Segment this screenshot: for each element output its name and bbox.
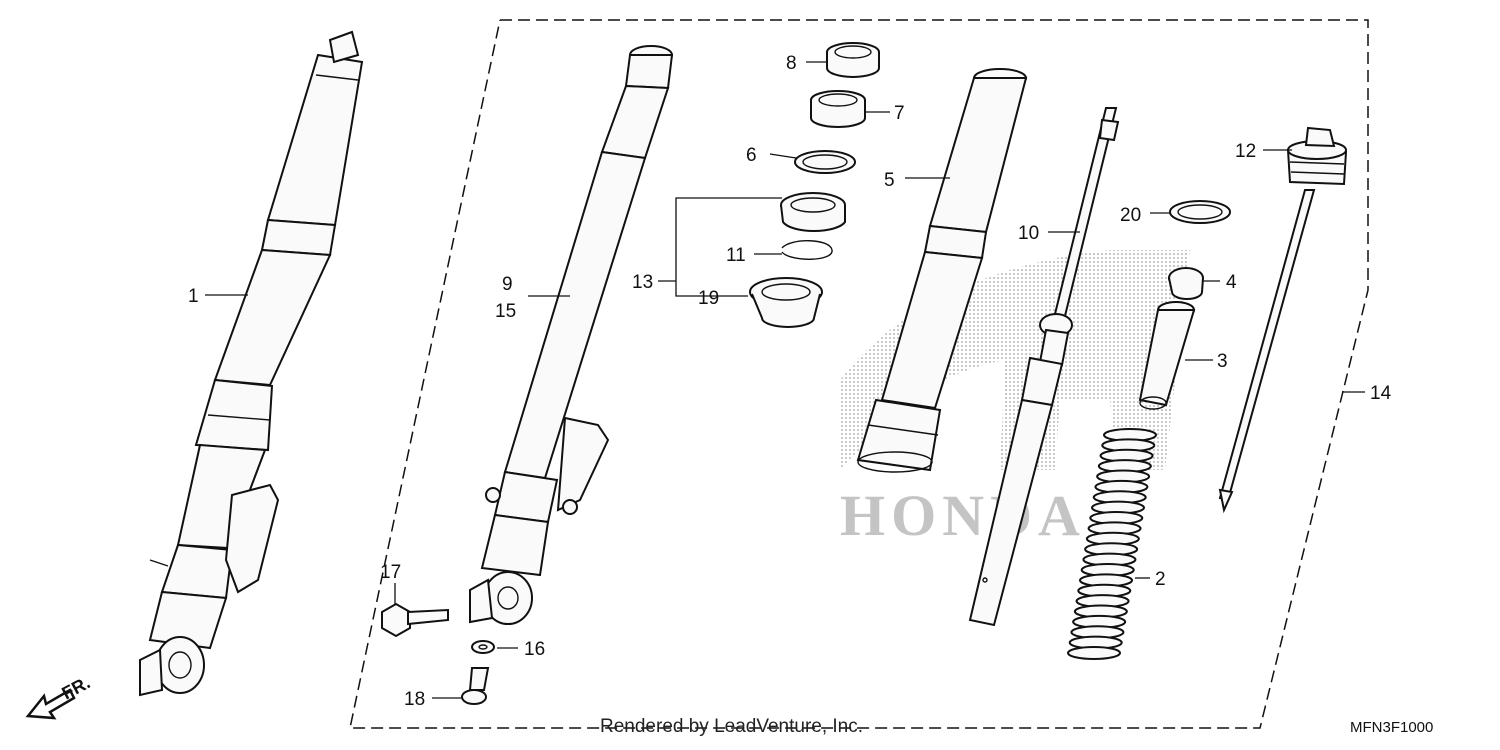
- callout-16: 16: [524, 639, 545, 660]
- front-direction-indicator: FR.: [25, 672, 93, 720]
- part-18-drain-bolt[interactable]: [461, 667, 490, 705]
- part-13-oil-seal[interactable]: [780, 192, 846, 233]
- part-19-dust-seal[interactable]: [749, 277, 823, 328]
- part-12-fork-bolt[interactable]: [1286, 126, 1348, 186]
- callout-14: 14: [1370, 383, 1392, 404]
- watermark-text: HONDA: [840, 483, 1086, 548]
- part-16-washer[interactable]: [471, 640, 495, 654]
- callout-8: 8: [786, 53, 797, 74]
- callout-labels: 1 2 3 4 5 6 7 8 9 10 11 12 13 14 15 16 1…: [188, 53, 1392, 710]
- part-4-cap[interactable]: [1168, 267, 1204, 300]
- callout-13: 13: [632, 272, 653, 293]
- part-7-bushing[interactable]: [810, 90, 866, 128]
- callout-12: 12: [1235, 141, 1256, 162]
- callout-15: 15: [495, 301, 516, 322]
- callout-4: 4: [1226, 272, 1237, 293]
- part-20-o-ring[interactable]: [1169, 200, 1231, 224]
- front-arrow-icon: [25, 688, 76, 720]
- assembly-outline: [349, 19, 1369, 729]
- part-11-clip[interactable]: [781, 240, 833, 260]
- spring-coil: [1067, 646, 1121, 660]
- callout-11: 11: [726, 245, 746, 266]
- part-1-fork-assembly[interactable]: [139, 30, 364, 697]
- footer-credit: Rendered by LeadVenture, Inc.: [600, 716, 863, 737]
- part-5-fork-tube[interactable]: [856, 68, 1028, 473]
- part-6-washer[interactable]: [794, 150, 856, 174]
- part-9-outer-tube[interactable]: [469, 45, 674, 625]
- callout-3: 3: [1217, 351, 1228, 372]
- part-2-fork-spring[interactable]: [1067, 428, 1157, 660]
- callout-20: 20: [1120, 205, 1141, 226]
- part-8-bushing[interactable]: [826, 42, 880, 78]
- callout-10: 10: [1018, 223, 1039, 244]
- part-14-adjuster-rod[interactable]: [1218, 189, 1316, 514]
- callout-17: 17: [380, 562, 401, 583]
- diagram-code: MFN3F1000: [1350, 719, 1433, 736]
- part-17-bolt[interactable]: [381, 602, 449, 638]
- honda-watermark-logo: HONDA: [840, 250, 1190, 548]
- callout-19: 19: [698, 288, 719, 309]
- part-3-spacer[interactable]: [1138, 301, 1196, 410]
- callout-6: 6: [746, 145, 757, 166]
- leader-lines: [205, 61, 1365, 699]
- callout-2: 2: [1155, 569, 1166, 590]
- callout-1: 1: [188, 286, 199, 307]
- part-10-damper-rod[interactable]: [968, 107, 1120, 627]
- callout-5: 5: [884, 170, 895, 191]
- callout-9: 9: [502, 274, 513, 295]
- callout-18: 18: [404, 689, 425, 710]
- callout-7: 7: [894, 103, 905, 124]
